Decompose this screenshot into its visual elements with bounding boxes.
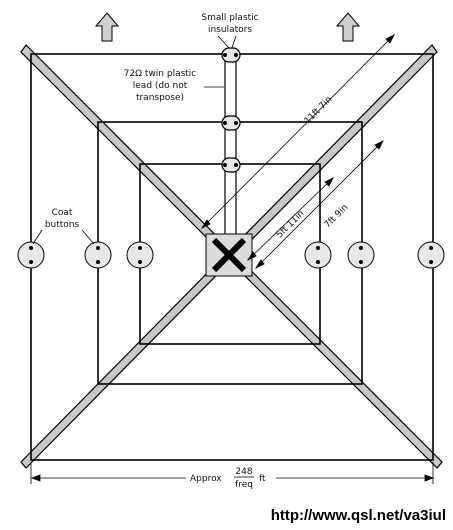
insulators-label-line1: Small plastic <box>201 13 258 23</box>
fraction-numerator: 248 <box>235 467 252 477</box>
coat-button-icon <box>304 241 332 269</box>
approx-label: Approx <box>190 474 222 484</box>
lead-label-line2: lead (do not <box>133 81 188 91</box>
dimension-inner-label: 5ft 11in <box>275 209 307 241</box>
coat-button-icon <box>126 241 154 269</box>
dimension-middle-label: 7ft 9in <box>323 203 351 231</box>
coat-button-icon <box>417 241 445 269</box>
coat-button-icon <box>17 241 45 269</box>
twin-lead <box>224 54 237 236</box>
coat-button-icon <box>84 241 112 269</box>
insulator-icon <box>221 47 241 63</box>
up-arrow-icon <box>94 12 120 42</box>
fraction-denominator: freq <box>235 480 253 490</box>
source-url: http://www.qsl.net/va3iul <box>271 507 446 524</box>
coat-buttons <box>17 241 445 269</box>
insulator-icon <box>221 157 241 173</box>
coat-button-icon <box>347 241 375 269</box>
insulators-label-line2: insulators <box>208 25 252 35</box>
unit-label: ft <box>259 474 266 484</box>
cross-hub-icon <box>205 233 253 277</box>
lead-label-line3: transpose) <box>136 93 184 103</box>
leader-lines <box>32 35 237 245</box>
lead-label-line1: 72Ω twin plastic <box>124 69 197 79</box>
buttons-label-line1: Coat <box>52 208 73 218</box>
insulator-icon <box>221 115 241 131</box>
buttons-label-line2: buttons <box>45 220 80 230</box>
up-arrow-icon <box>335 12 361 42</box>
